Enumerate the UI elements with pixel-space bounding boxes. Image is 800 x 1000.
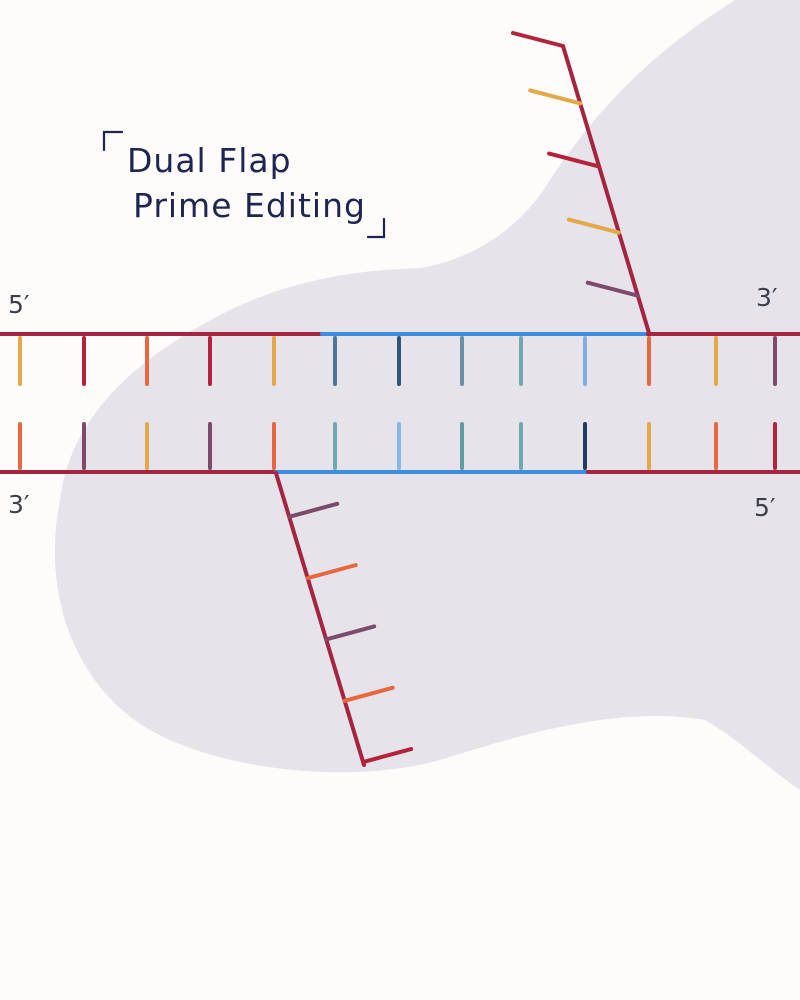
upper-flap-base bbox=[566, 217, 621, 235]
lower-flap-backbone bbox=[274, 471, 366, 767]
top-strand-5prime-label: 5′ bbox=[8, 290, 30, 319]
upper-flap-base bbox=[511, 31, 565, 48]
title-line-1: Dual Flap bbox=[127, 141, 292, 180]
upper-flap-base bbox=[528, 88, 583, 106]
bottom-strand-5prime-label: 5′ bbox=[754, 493, 776, 522]
title-bracket-open bbox=[102, 130, 124, 152]
lower-flap-base bbox=[361, 747, 414, 765]
lower-flap-base bbox=[342, 685, 395, 703]
top-strand-3prime-label: 3′ bbox=[756, 283, 778, 312]
bottom-strand-3prime-label: 3′ bbox=[8, 490, 30, 519]
upper-flap-base bbox=[585, 280, 640, 298]
lower-flap-base bbox=[324, 624, 377, 642]
lower-flap-base bbox=[305, 563, 358, 581]
upper-flap-base bbox=[547, 151, 602, 169]
prime-editor-blob bbox=[54, 0, 800, 790]
title-bracket-close bbox=[366, 217, 386, 239]
lower-flap-base bbox=[287, 501, 340, 519]
title-line-2: Prime Editing bbox=[133, 186, 366, 225]
upper-flap-backbone bbox=[561, 44, 651, 335]
